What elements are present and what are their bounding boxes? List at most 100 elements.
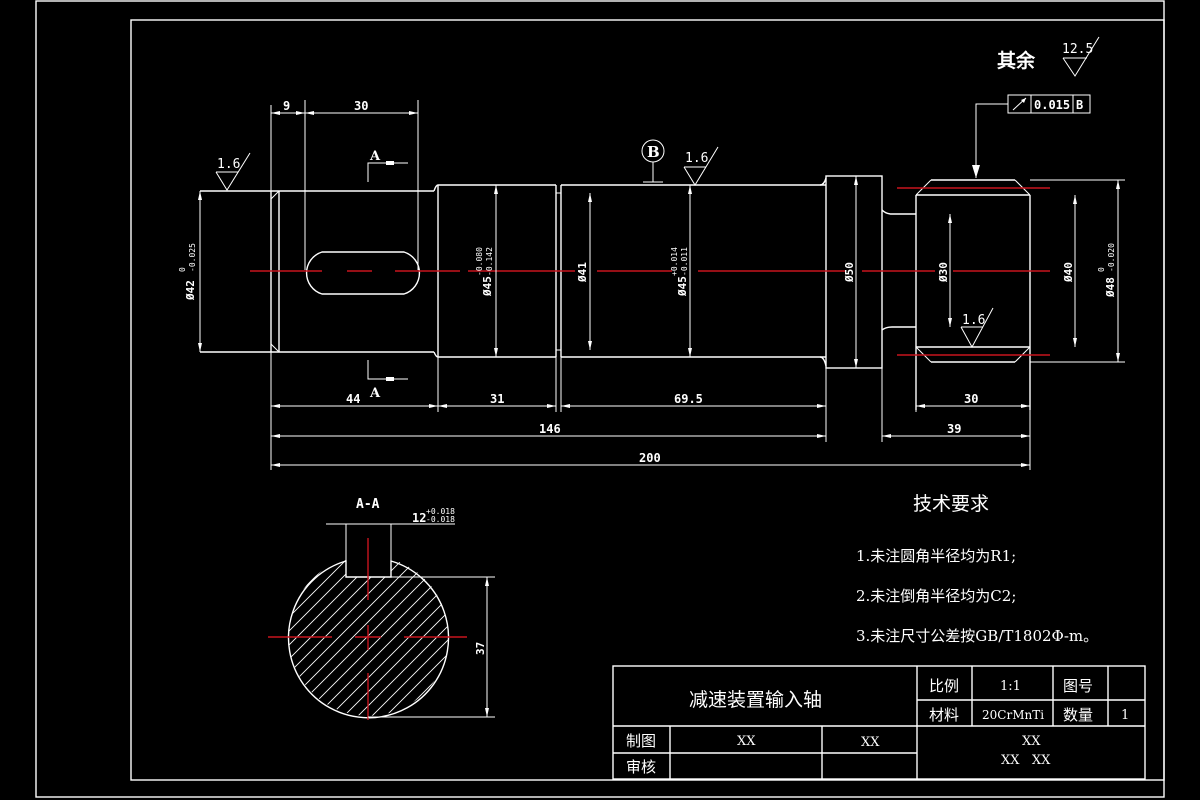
- svg-text:9: 9: [283, 99, 290, 113]
- hatch-line: [311, 559, 449, 716]
- hatch-line: [288, 559, 329, 716]
- svg-text:审核: 审核: [626, 758, 656, 776]
- arrowhead: [485, 577, 489, 586]
- outer-frame: [35, 0, 1165, 798]
- hatch-line: [353, 559, 449, 716]
- arrowhead: [438, 404, 447, 408]
- svg-text:Ø40: Ø40: [1062, 262, 1075, 283]
- svg-text:31: 31: [490, 392, 504, 406]
- tech-req-item: 3.未注尺寸公差按GB/T1802Φ-m。: [856, 627, 1098, 645]
- drawn-date: XX: [861, 735, 880, 750]
- arrowhead: [854, 176, 858, 185]
- scale-value: 1:1: [1000, 679, 1021, 694]
- roughness-symbol-left: 1.6: [215, 152, 251, 191]
- hatch-line: [288, 559, 427, 716]
- hatch-line: [423, 559, 449, 716]
- svg-text:B: B: [1076, 98, 1083, 112]
- tech-req-item: 1.未注圆角半径均为R1;: [856, 547, 1016, 565]
- svg-text:数量: 数量: [1063, 706, 1093, 724]
- svg-text:Ø41: Ø41: [576, 262, 589, 283]
- arrowhead: [494, 348, 498, 357]
- arrowhead: [1021, 463, 1030, 467]
- svg-text:39: 39: [947, 422, 961, 436]
- svg-text:制图: 制图: [626, 732, 656, 750]
- arrowhead: [817, 404, 826, 408]
- hatch-line: [288, 559, 399, 716]
- hatch-line: [480, 550, 650, 720]
- hatch-line: [88, 550, 258, 720]
- material-value: 20CrMnTi: [982, 708, 1044, 722]
- svg-text:-0.011: -0.011: [680, 247, 689, 276]
- svg-text:Ø45: Ø45: [676, 276, 689, 297]
- arrowhead: [198, 191, 202, 200]
- arrowhead: [429, 404, 438, 408]
- arrowhead: [916, 404, 925, 408]
- inner-frame: [130, 19, 1165, 781]
- hatch-line: [288, 559, 371, 716]
- arrowhead: [561, 404, 570, 408]
- roughness-symbol-bore: 1.6: [960, 307, 994, 349]
- svg-text:200: 200: [639, 451, 661, 465]
- svg-text:1.6: 1.6: [685, 151, 708, 166]
- arrowhead: [271, 463, 280, 467]
- svg-text:30: 30: [964, 392, 978, 406]
- arrowhead: [1116, 353, 1120, 362]
- arrowhead: [547, 404, 556, 408]
- arrowhead: [1073, 195, 1077, 204]
- arrowhead: [688, 185, 692, 194]
- hatch-line: [466, 550, 636, 720]
- general-roughness-label: 其余: [997, 49, 1036, 72]
- arrowhead: [271, 434, 280, 438]
- svg-text:Ø30: Ø30: [937, 262, 950, 283]
- dimension-arrows: [198, 111, 1120, 717]
- arrowhead: [1073, 338, 1077, 347]
- hatch-line: [288, 559, 357, 716]
- arrowhead: [588, 341, 592, 350]
- arrowhead: [485, 708, 489, 717]
- keyway-slot: [305, 251, 421, 295]
- hatch-line: [437, 559, 449, 716]
- svg-text:44: 44: [346, 392, 360, 406]
- svg-text:0: 0: [178, 267, 187, 272]
- svg-text:1.6: 1.6: [217, 157, 240, 172]
- organization-line-1: XX: [1022, 734, 1041, 749]
- arrowhead: [588, 193, 592, 202]
- hatch-line: [288, 559, 343, 716]
- arrowhead: [305, 111, 314, 115]
- svg-text:146: 146: [539, 422, 561, 436]
- tech-req-heading: 技术要求: [913, 493, 989, 515]
- arrowhead: [296, 111, 305, 115]
- arrowhead: [198, 343, 202, 352]
- svg-text:0.015: 0.015: [1034, 98, 1070, 112]
- arrowhead: [494, 185, 498, 194]
- arrowhead: [1021, 404, 1030, 408]
- arrowhead: [1116, 180, 1120, 189]
- svg-text:材料: 材料: [929, 706, 959, 724]
- runout-tolerance-frame: 0.015 B: [972, 94, 1091, 178]
- section-label-top: A: [369, 149, 381, 164]
- svg-text:37: 37: [474, 642, 487, 655]
- arrowhead: [948, 318, 952, 327]
- hatch-line: [325, 559, 449, 716]
- section-view-a-a: A-A 12 +0.018 -0.018 37: [88, 497, 650, 720]
- hatch-line: [395, 559, 449, 716]
- organization-line-2: XX XX: [1001, 753, 1051, 768]
- hatch-line: [288, 559, 301, 716]
- section-marker-top: A: [367, 149, 408, 182]
- hatch-line: [288, 559, 441, 716]
- svg-text:-0.080: -0.080: [475, 247, 484, 276]
- svg-text:+0.014: +0.014: [670, 247, 679, 276]
- arrowhead: [409, 111, 418, 115]
- svg-text:Ø42: Ø42: [184, 280, 197, 301]
- svg-text:图号: 图号: [1063, 677, 1093, 695]
- general-roughness: 其余 12.5: [997, 36, 1100, 77]
- general-roughness-value: 12.5: [1062, 42, 1093, 57]
- shaft-outline: [200, 175, 1125, 410]
- arrowhead: [817, 434, 826, 438]
- svg-text:Ø45: Ø45: [481, 276, 494, 297]
- svg-text:Ø48: Ø48: [1104, 277, 1117, 298]
- hatch-line: [409, 559, 449, 716]
- hatch-line: [288, 559, 413, 716]
- arrowhead: [948, 214, 952, 223]
